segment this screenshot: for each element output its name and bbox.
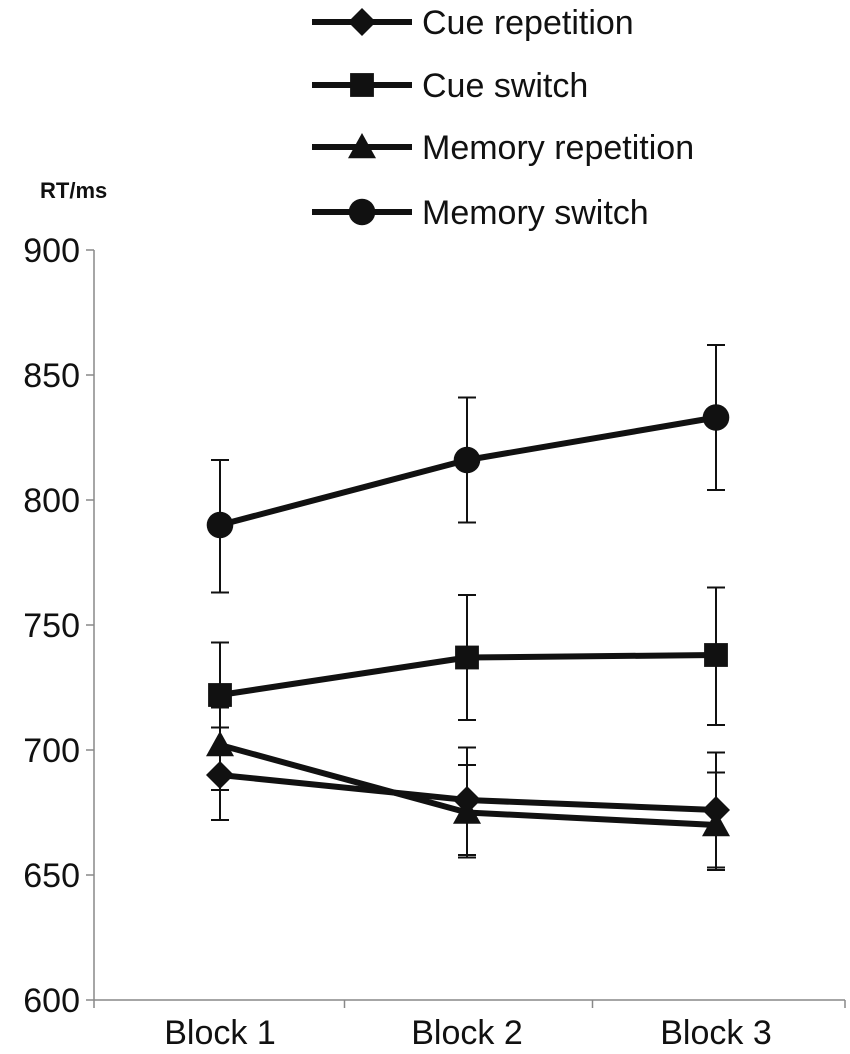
y-tick-label: 700 <box>23 732 80 770</box>
data-point <box>702 796 730 824</box>
y-tick-label: 850 <box>23 357 80 395</box>
legend-label: Memory repetition <box>422 129 694 167</box>
legend-label: Cue switch <box>422 67 588 105</box>
data-point <box>702 404 730 431</box>
legend-label: Cue repetition <box>422 4 634 42</box>
data-point <box>702 811 730 837</box>
x-tick-label: Block 1 <box>164 1014 276 1052</box>
y-tick-label: 750 <box>23 607 80 645</box>
legend-marker <box>348 8 376 36</box>
data-point <box>455 645 479 670</box>
legend-marker <box>348 133 376 159</box>
data-point <box>208 683 232 707</box>
legend-label: Memory switch <box>422 194 649 232</box>
y-axis-label: RT/ms <box>40 178 107 203</box>
y-tick-label: 800 <box>23 482 80 520</box>
y-tick-label: 900 <box>23 232 80 270</box>
y-tick-label: 600 <box>23 982 80 1020</box>
data-point <box>453 446 481 474</box>
data-point <box>453 798 481 824</box>
legend-marker <box>348 198 376 226</box>
legend-marker <box>350 73 374 97</box>
data-point <box>206 761 234 789</box>
x-tick-label: Block 2 <box>411 1014 523 1052</box>
y-tick-label: 650 <box>23 857 80 895</box>
data-point <box>206 731 234 757</box>
data-point <box>704 643 728 667</box>
x-tick-label: Block 3 <box>660 1014 772 1052</box>
series-markers <box>206 404 730 837</box>
data-point <box>206 511 234 539</box>
